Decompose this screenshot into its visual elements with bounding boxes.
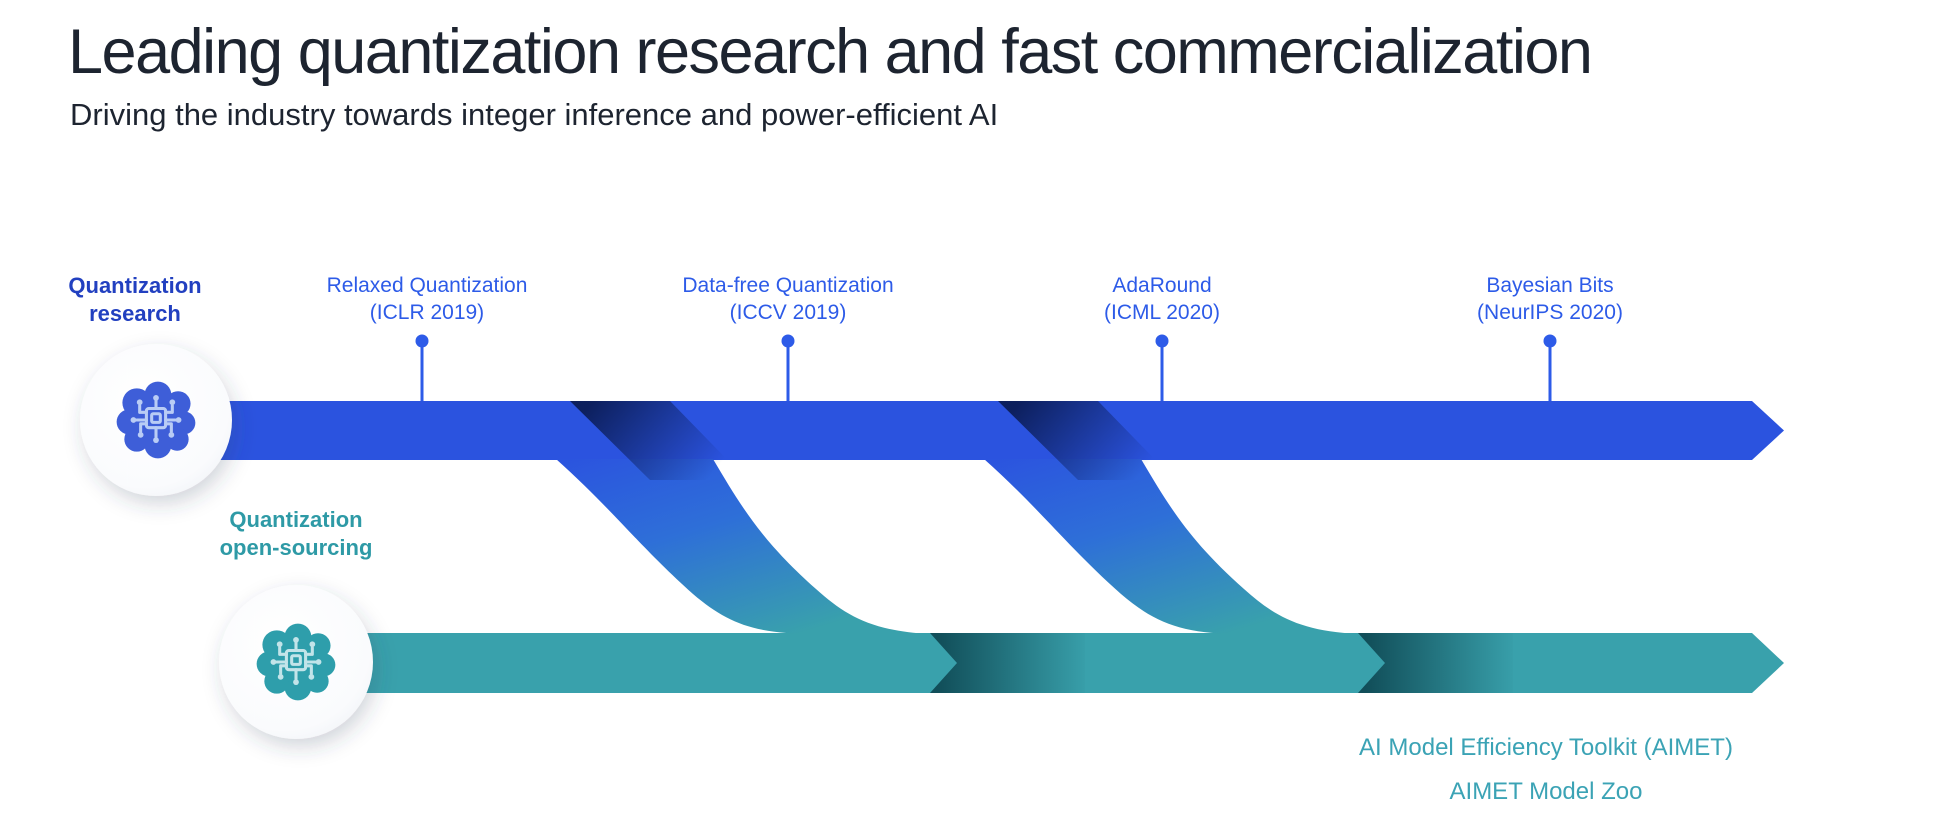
opensource-track-badge (219, 585, 373, 739)
release-label-aimet: AI Model Efficiency Toolkit (AIMET) (1359, 734, 1733, 761)
milestone-dot-icon (1155, 334, 1169, 348)
milestone-venue: (NeurIPS 2020) (1477, 301, 1623, 324)
milestone-markers (415, 334, 1557, 403)
milestone-name: AdaRound (1112, 274, 1212, 297)
milestone-venue: (ICLR 2019) (369, 301, 485, 324)
research-track-badge (80, 344, 232, 496)
page-title: Leading quantization research and fast c… (68, 17, 1593, 87)
page-subtitle: Driving the industry towards integer inf… (70, 97, 999, 132)
research-track-label: Quantization research (35, 272, 235, 328)
brain-circuit-icon (256, 623, 336, 701)
milestone-label-bayesian-bits: Bayesian Bits (NeurIPS 2020) (1370, 272, 1730, 326)
ribbon-connector-2 (984, 459, 1358, 634)
milestone-venue: (ICCV 2019) (729, 301, 847, 324)
milestone-dot-icon (781, 334, 795, 348)
milestone-label-relaxed-quantization: Relaxed Quantization (ICLR 2019) (247, 272, 607, 326)
merge-shadow-chevron-2 (1358, 633, 1513, 693)
milestone-marker-data-free-quantization (781, 334, 795, 403)
research-track-bar (150, 401, 1784, 460)
milestone-marker-bayesian-bits (1543, 334, 1557, 403)
ribbon-connector-1 (556, 459, 930, 634)
opensource-track-label-line1: Quantization (229, 507, 363, 532)
milestone-venue: (ICML 2020) (1104, 301, 1220, 324)
research-track-label-line2: research (89, 301, 181, 326)
branch-shadow-1 (570, 401, 747, 480)
merge-shadow-chevron-1 (930, 633, 1085, 693)
milestone-marker-adaround (1155, 334, 1169, 403)
milestone-marker-relaxed-quantization (415, 334, 429, 403)
milestone-name: Bayesian Bits (1486, 274, 1614, 297)
milestone-label-adaround: AdaRound (ICML 2020) (982, 272, 1342, 326)
opensource-track-label: Quantization open-sourcing (166, 506, 426, 562)
milestone-dot-icon (1543, 334, 1557, 348)
branch-shadow-2 (998, 401, 1175, 480)
milestone-dot-icon (415, 334, 429, 348)
milestone-name: Relaxed Quantization (326, 274, 528, 297)
milestone-label-data-free-quantization: Data-free Quantization (ICCV 2019) (608, 272, 968, 326)
research-track-label-line1: Quantization (68, 273, 202, 298)
release-label-aimet-model-zoo: AIMET Model Zoo (1449, 778, 1643, 805)
brain-circuit-icon (116, 381, 196, 459)
milestone-name: Data-free Quantization (682, 274, 894, 297)
opensource-track-label-line2: open-sourcing (219, 535, 373, 560)
